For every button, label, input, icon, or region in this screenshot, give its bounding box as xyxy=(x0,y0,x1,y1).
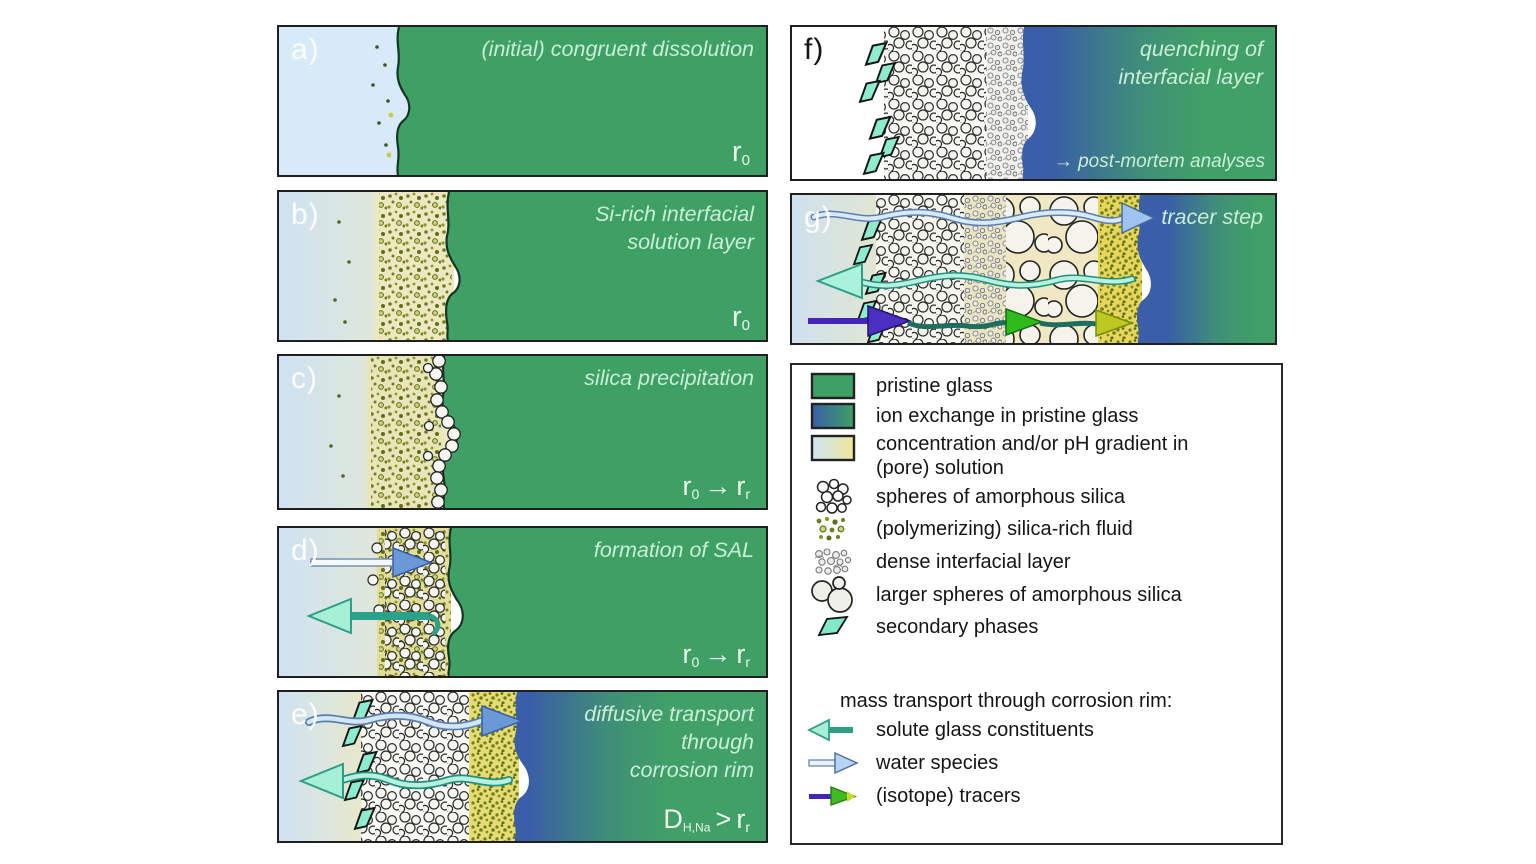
amorphous-silica-spheres-icon xyxy=(806,478,860,516)
legend-item-label: concentration and/or pH gradient in (por… xyxy=(876,433,1189,479)
panel-e-graphic xyxy=(279,692,766,841)
panel-f-title: quenching of interfacial layer xyxy=(1118,37,1263,89)
panel-c-label: c) xyxy=(291,362,318,395)
legend-item-label: pristine glass xyxy=(876,375,993,397)
ion-exchange-swatch-icon xyxy=(806,402,860,430)
legend-item: ion exchange in pristine glass xyxy=(806,402,1138,430)
panel-f-label: f) xyxy=(804,33,825,66)
legend-item-label: spheres of amorphous silica xyxy=(876,486,1126,508)
panel-a-label: a) xyxy=(291,33,320,66)
water-arrow xyxy=(305,704,525,738)
panel-e-label: e) xyxy=(291,698,320,731)
legend-item: water species xyxy=(806,751,998,775)
solute-arrow-icon xyxy=(806,718,860,742)
legend-item-label: solute glass constituents xyxy=(876,719,1094,741)
legend-item: (isotope) tracers xyxy=(806,784,1021,808)
panel-a-graphic xyxy=(279,27,766,175)
panel-f: f) quenching of interfacial layer → post… xyxy=(790,25,1277,181)
water-arrow xyxy=(310,546,434,579)
panel-b-rate: r0 xyxy=(731,300,750,334)
legend-item-label: (polymerizing) silica-rich fluid xyxy=(876,518,1133,540)
panel-a-title: (initial) congruent dissolution xyxy=(481,37,754,61)
panel-c-rate: r0→rr xyxy=(682,471,751,502)
panel-g-graphic xyxy=(792,195,1275,343)
legend-item: secondary phases xyxy=(806,615,1038,639)
panel-b-title: Si-rich interfacial solution layer xyxy=(595,202,754,254)
panel-c: c) silica precipitation r0→rr xyxy=(277,354,768,510)
legend-item: spheres of amorphous silica xyxy=(806,478,1125,516)
silica-rich-fluid-icon xyxy=(806,515,860,543)
larger-silica-spheres-icon xyxy=(806,575,860,615)
panel-d-graphic xyxy=(279,528,766,676)
water-arrow-icon xyxy=(806,751,860,775)
legend-item: dense interfacial layer xyxy=(806,547,1071,577)
tracer-arrow xyxy=(808,304,1135,338)
legend-item: concentration and/or pH gradient in (por… xyxy=(806,432,1188,480)
legend-item-label: water species xyxy=(876,752,999,774)
panel-a: a) (initial) congruent dissolution r0 xyxy=(277,25,768,177)
panel-c-title: silica precipitation xyxy=(584,366,754,390)
solute-arrow xyxy=(306,597,441,636)
water-arrow xyxy=(810,201,1156,235)
panel-g: g) tracer step xyxy=(790,193,1277,345)
panel-g-title: tracer step xyxy=(1161,205,1263,229)
panel-d-label: d) xyxy=(291,534,320,567)
panel-f-graphic xyxy=(792,27,1275,179)
legend-transport-heading: mass transport through corrosion rim: xyxy=(840,690,1173,712)
pore-gradient-swatch-icon xyxy=(806,434,860,462)
panel-d-rate: r0→rr xyxy=(682,639,751,670)
panel-b-graphic xyxy=(279,192,766,340)
legend-item-label: (isotope) tracers xyxy=(876,785,1021,807)
panel-e: e) diffusive transport through corrosion… xyxy=(277,690,768,843)
panel-b: b) Si-rich interfacial solution layer r0 xyxy=(277,190,768,342)
panel-g-label: g) xyxy=(804,201,833,234)
pristine-glass-swatch-icon xyxy=(806,372,860,400)
panel-e-rate: DH,Na>rr xyxy=(663,804,750,835)
dense-interfacial-layer-icon xyxy=(806,547,860,577)
tracer-arrow-icon xyxy=(806,784,860,808)
legend-item: (polymerizing) silica-rich fluid xyxy=(806,515,1133,543)
legend-item: solute glass constituents xyxy=(806,718,1094,742)
legend-item-label: larger spheres of amorphous silica xyxy=(876,584,1182,606)
legend: pristine glass ion exchange in pristine … xyxy=(790,363,1283,845)
legend-item: pristine glass xyxy=(806,372,993,400)
panel-d-title: formation of SAL xyxy=(593,538,754,562)
panel-a-rate: r0 xyxy=(731,135,750,169)
panel-c-graphic xyxy=(279,356,766,508)
panel-e-title: diffusive transport through corrosion ri… xyxy=(584,702,754,782)
panel-d: d) formation of SAL r0→rr xyxy=(277,526,768,678)
solute-arrow xyxy=(815,262,1136,300)
legend-item: larger spheres of amorphous silica xyxy=(806,575,1182,615)
panel-b-label: b) xyxy=(291,198,320,231)
panel-f-note: → post-mortem analyses xyxy=(1053,151,1265,172)
legend-item-label: ion exchange in pristine glass xyxy=(876,405,1139,427)
legend-item-label: dense interfacial layer xyxy=(876,551,1071,573)
solute-arrow xyxy=(298,762,513,800)
legend-item-label: secondary phases xyxy=(876,616,1039,638)
secondary-phases-icon xyxy=(806,615,860,639)
